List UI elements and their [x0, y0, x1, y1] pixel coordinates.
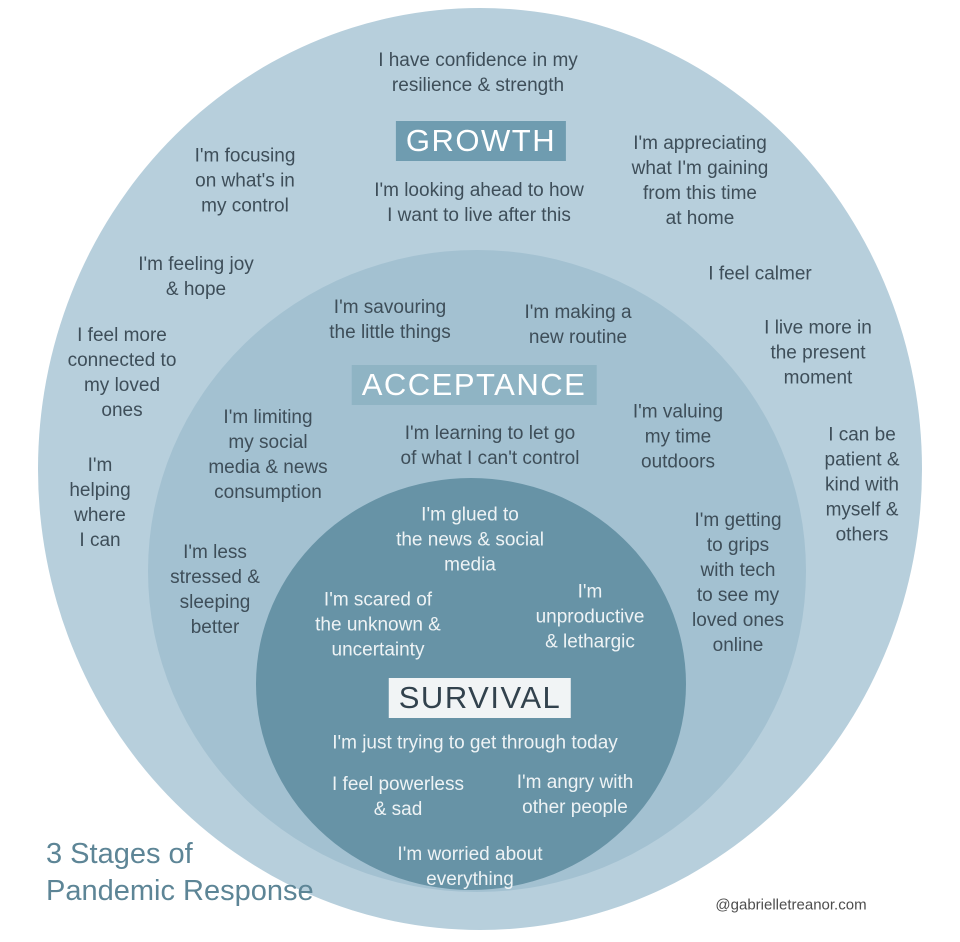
- phrase-savouring-little-things: I'm savouring the little things: [329, 297, 451, 343]
- acceptance-stage-label: ACCEPTANCE: [351, 365, 597, 405]
- growth-stage-label: GROWTH: [395, 121, 567, 161]
- phrase-confidence-resilience: I have confidence in my resilience & str…: [378, 50, 578, 96]
- survival-stage-label: SURVIVAL: [388, 678, 572, 718]
- phrase-get-through-today: I'm just trying to get through today: [332, 732, 618, 754]
- phrase-scared-uncertainty: I'm scared of the unknown & uncertainty: [315, 589, 441, 661]
- phrase-unproductive: I'm unproductive & lethargic: [535, 581, 645, 653]
- phrase-appreciating-home: I'm appreciating what I'm gaining from t…: [631, 133, 769, 229]
- phrase-looking-ahead: I'm looking ahead to how I want to live …: [374, 180, 584, 226]
- diagram-title: 3 Stages of Pandemic Response: [46, 838, 314, 907]
- phrase-new-routine: I'm making a new routine: [524, 302, 632, 348]
- phrase-feel-calmer: I feel calmer: [708, 263, 812, 285]
- phrase-joy-hope: I'm feeling joy & hope: [138, 254, 254, 300]
- phrase-glued-to-news: I'm glued to the news & social media: [396, 504, 544, 576]
- phrase-patient-kind: I can be patient & kind with myself & ot…: [824, 424, 900, 546]
- phrase-helping-where-i-can: I'm helping where I can: [69, 455, 131, 551]
- phrase-focusing-control: I'm focusing on what's in my control: [194, 145, 296, 217]
- phrase-powerless-sad: I feel powerless & sad: [331, 774, 465, 820]
- phrase-valuing-outdoors: I'm valuing my time outdoors: [632, 401, 724, 473]
- phrase-connected-loved-ones: I feel more connected to my loved ones: [67, 325, 177, 421]
- phrase-tech-loved-ones: I'm getting to grips with tech to see my…: [692, 510, 784, 656]
- phrase-limiting-media: I'm limiting my social media & news cons…: [208, 407, 328, 503]
- attribution: @gabrielletreanor.com: [715, 896, 867, 914]
- phrase-present-moment: I live more in the present moment: [764, 317, 872, 389]
- phrase-angry-with-others: I'm angry with other people: [516, 772, 634, 818]
- phrase-less-stressed: I'm less stressed & sleeping better: [170, 542, 260, 638]
- phrase-worried-everything: I'm worried about everything: [397, 844, 543, 890]
- phrase-letting-go: I'm learning to let go of what I can't c…: [400, 423, 580, 469]
